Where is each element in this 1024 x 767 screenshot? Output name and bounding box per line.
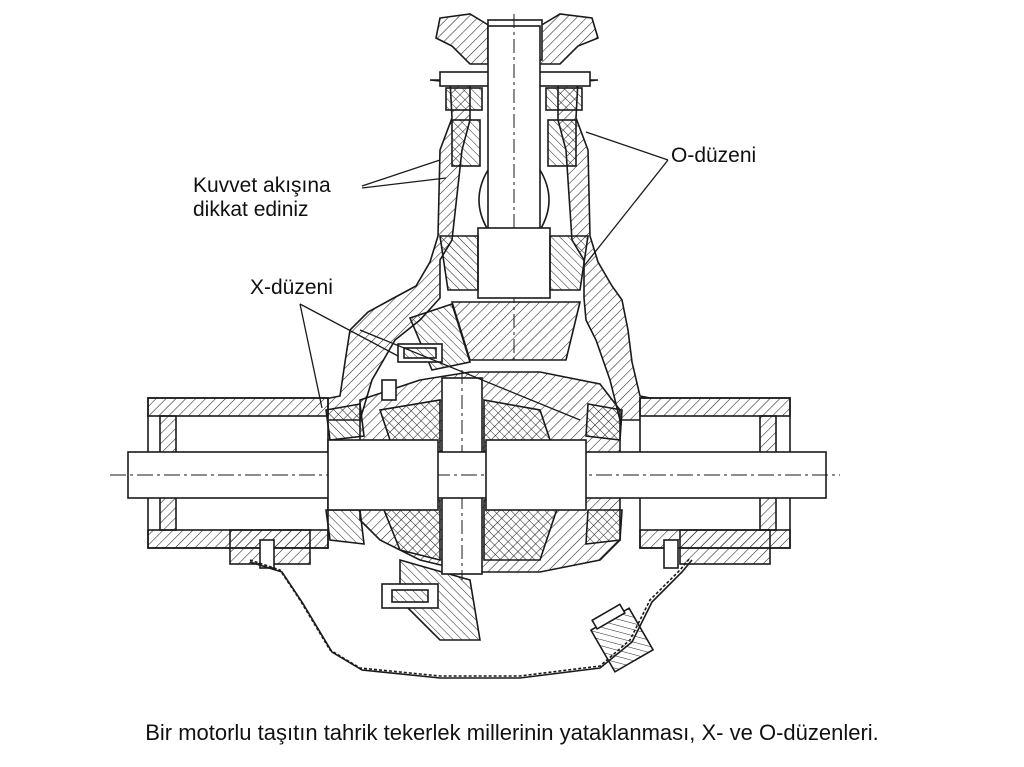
lower-pinion-bearing-left bbox=[439, 235, 479, 291]
leader-o-2 bbox=[583, 159, 669, 267]
leader-x-3 bbox=[359, 329, 581, 421]
carrier-bearing-left-bottom bbox=[325, 509, 365, 545]
leader-o-1 bbox=[585, 131, 669, 161]
leader-lines bbox=[299, 131, 669, 421]
carrier-bearing-right-bottom bbox=[585, 509, 623, 545]
force-flow-label-line2: dikkat ediniz bbox=[193, 198, 309, 221]
leader-x-1 bbox=[299, 303, 323, 409]
upper-bearing-left bbox=[445, 87, 483, 111]
figure-caption: Bir motorlu taşıtın tahrik tekerlek mill… bbox=[145, 720, 879, 745]
carrier-bearing-right-top bbox=[585, 403, 623, 441]
upper-bearing-right bbox=[545, 87, 583, 111]
drain-plug bbox=[589, 603, 655, 673]
force-flow-label: Kuvvet akışına dikkat ediniz bbox=[193, 174, 331, 222]
leader-force-flow-1 bbox=[361, 159, 441, 187]
x-arrangement-label: X-düzeni bbox=[250, 276, 333, 299]
lower-pinion-bearing-right bbox=[549, 235, 589, 291]
pinion-gear bbox=[450, 301, 582, 361]
o-arrangement-label: O-düzeni bbox=[671, 144, 757, 167]
carrier-bearing-left-top bbox=[325, 403, 365, 441]
force-flow-label-line1: Kuvvet akışına bbox=[193, 174, 331, 197]
leader-force-flow-2 bbox=[361, 177, 447, 189]
leader-x-2 bbox=[299, 303, 399, 357]
